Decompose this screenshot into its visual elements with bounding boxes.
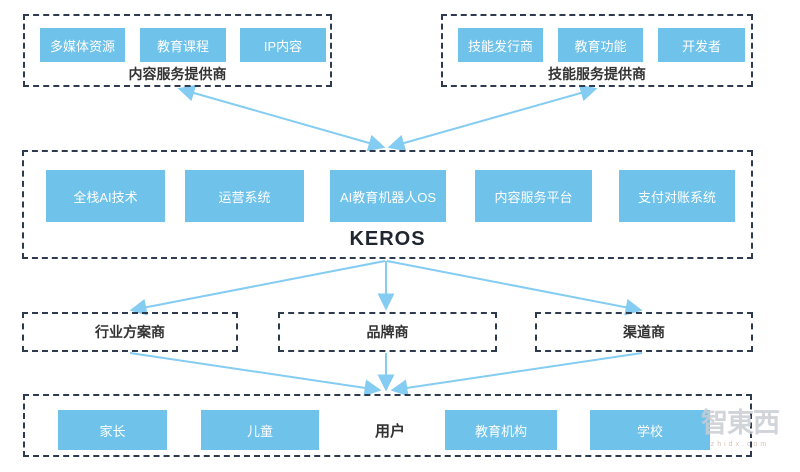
arrow-content-providers-keros [177,84,386,152]
channel-label: 渠道商 [623,324,665,340]
node-content-service-platform: 内容服务平台 [475,170,592,222]
node-education-functions: 教育功能 [558,28,643,62]
channel-group: 渠道商 [535,312,753,352]
content-providers-group: 多媒体资源 教育课程 IP内容 内容服务提供商 [23,14,332,87]
node-multimedia-resources: 多媒体资源 [40,28,125,62]
brand-group: 品牌商 [278,312,497,352]
arrow-skill-providers-keros [387,84,598,152]
node-children: 儿童 [201,410,319,450]
node-education-courses: 教育课程 [140,28,226,62]
skill-providers-group: 技能发行商 教育功能 开发者 技能服务提供商 [441,14,753,87]
arrow-industry-users [129,352,382,397]
users-label: 用户 [374,422,405,440]
arrow-channel-users [390,352,643,397]
keros-label: KEROS [349,228,426,250]
skill-providers-label: 技能服务提供商 [548,66,646,82]
arrow-keros-channel [386,260,643,316]
node-schools: 学校 [590,410,710,450]
node-payment-reconciliation-system: 支付对账系统 [619,170,735,222]
arrow-keros-industry [129,260,386,316]
node-parents: 家长 [58,410,167,450]
node-fullstack-ai: 全栈AI技术 [46,170,165,222]
brand-label: 品牌商 [366,324,409,340]
node-skill-publishers: 技能发行商 [458,28,543,62]
industry-solution-label: 行业方案商 [95,324,165,340]
node-education-institutions: 教育机构 [445,410,557,450]
industry-solution-group: 行业方案商 [22,312,238,352]
node-operation-system: 运营系统 [185,170,304,222]
content-providers-label: 内容服务提供商 [128,66,227,82]
users-group: 家长 儿童 用户 教育机构 学校 [23,394,752,457]
keros-group: 全栈AI技术 运营系统 AI教育机器人OS 内容服务平台 支付对账系统 KERO… [22,150,753,259]
node-ip-content: IP内容 [240,28,326,62]
node-developers: 开发者 [658,28,745,62]
node-ai-education-robot-os: AI教育机器人OS [330,170,446,222]
